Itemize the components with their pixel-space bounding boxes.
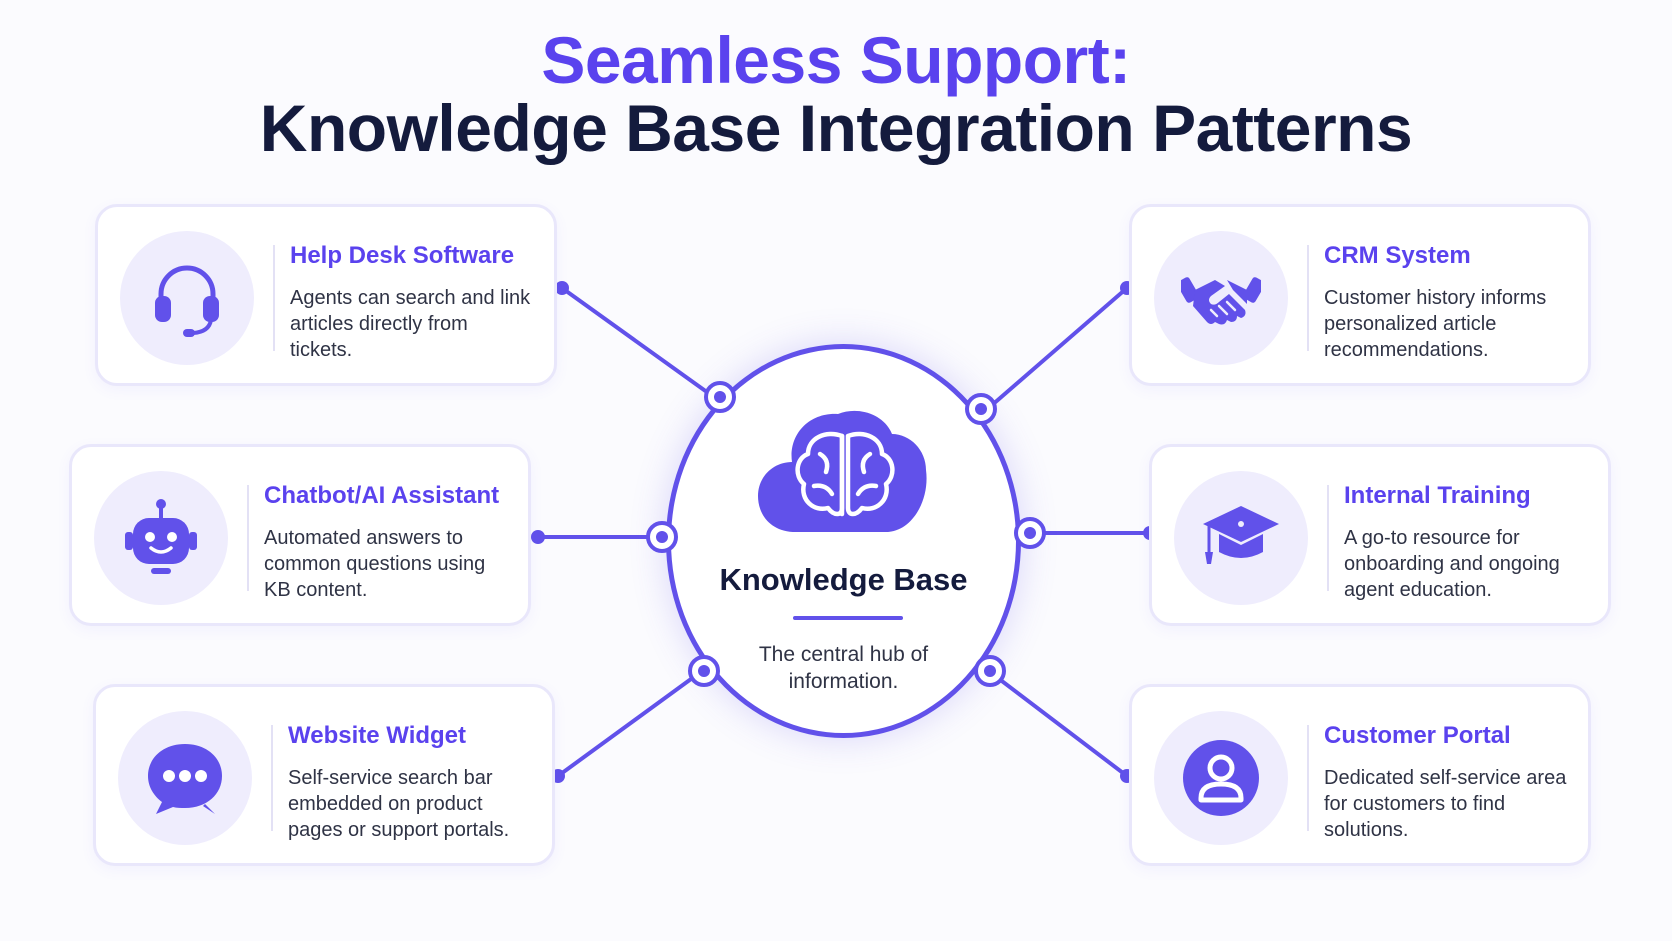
- hub-title: Knowledge Base: [719, 562, 968, 597]
- integration-title: Customer Portal: [1324, 722, 1511, 749]
- connection-node-crm: [965, 393, 997, 425]
- connector-end-help-desk: [555, 281, 569, 295]
- integration-title: Chatbot/AI Assistant: [264, 482, 500, 509]
- integration-title: Website Widget: [288, 722, 467, 749]
- connection-node-help-desk: [704, 381, 736, 413]
- connector-crm: [982, 286, 1129, 414]
- user-profile-icon: [1154, 711, 1288, 845]
- integration-card-training: Internal Training A go-to resource for o…: [1149, 444, 1611, 626]
- graduation-cap-icon: [1174, 471, 1308, 605]
- integration-description: Self-service search bar embedded on prod…: [288, 767, 510, 841]
- handshake-icon: [1154, 231, 1288, 365]
- integration-card-portal: Customer Portal Dedicated self-service a…: [1129, 684, 1591, 866]
- integration-card-widget: Website Widget Self-service search bar e…: [93, 684, 555, 866]
- headset-icon: [120, 231, 254, 365]
- integration-description: A go-to resource for onboarding and ongo…: [1344, 527, 1560, 601]
- integration-title: Internal Training: [1344, 482, 1531, 509]
- card-divider: [1307, 245, 1309, 351]
- card-divider: [271, 725, 273, 831]
- integration-description: Dedicated self-service area for customer…: [1324, 767, 1567, 841]
- integration-description: Agents can search and link articles dire…: [290, 287, 531, 361]
- connector-portal: [988, 670, 1129, 778]
- integration-description: Automated answers to common questions us…: [264, 527, 486, 601]
- card-divider: [1307, 725, 1309, 831]
- integration-title: Help Desk Software: [290, 242, 515, 269]
- title-line-2: Knowledge Base Integration Patterns: [259, 91, 1413, 165]
- robot-icon: [94, 471, 228, 605]
- card-divider: [273, 245, 275, 351]
- connection-node-widget: [688, 655, 720, 687]
- connection-node-portal: [974, 655, 1006, 687]
- brain-cloud-icon: [758, 410, 927, 532]
- chat-bubble-icon: [118, 711, 252, 845]
- integration-card-crm: CRM System Customer history informs pers…: [1129, 204, 1591, 386]
- title-line-1: Seamless Support:: [541, 23, 1131, 97]
- connector-end-chatbot: [531, 530, 545, 544]
- connection-node-training: [1014, 517, 1046, 549]
- hub-description: The central hub of information.: [758, 643, 929, 693]
- connection-node-chatbot: [646, 521, 678, 553]
- knowledge-base-hub: Knowledge Base The central hub of inform…: [666, 344, 1021, 738]
- integration-card-help-desk: Help Desk Software Agents can search and…: [95, 204, 557, 386]
- connector-widget: [556, 669, 704, 778]
- connector-help-desk: [560, 286, 720, 402]
- card-divider: [247, 485, 249, 591]
- hub-underline: [793, 616, 903, 620]
- integration-description: Customer history informs personalized ar…: [1324, 287, 1547, 361]
- integration-card-chatbot: Chatbot/AI Assistant Automated answers t…: [69, 444, 531, 626]
- card-divider: [1327, 485, 1329, 591]
- integration-title: CRM System: [1324, 242, 1471, 269]
